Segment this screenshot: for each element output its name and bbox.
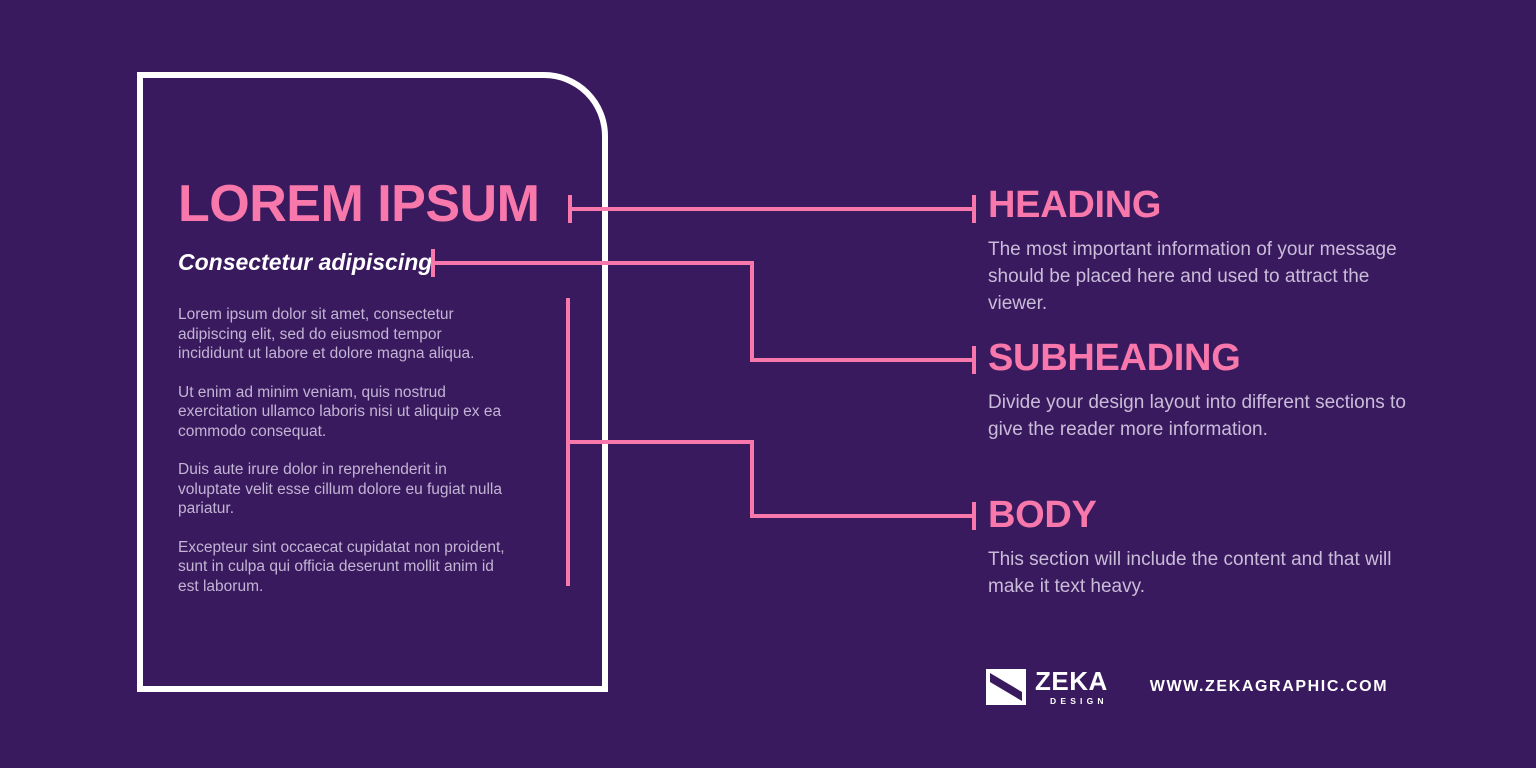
annotation-title: BODY: [988, 494, 1097, 536]
connector-tick-subheading-right: [972, 346, 976, 374]
annotation-subheading: SUBHEADING Divide your design layout int…: [988, 339, 1418, 443]
brand-name: ZEKA: [1035, 666, 1108, 696]
body-paragraph: Duis aute irure dolor in reprehenderit i…: [178, 461, 502, 517]
annotation-description: The most important information of your m…: [988, 239, 1397, 314]
body-paragraph: Ut enim ad minim veniam, quis nostrud ex…: [178, 383, 502, 440]
connector-line-body-bottom: [750, 514, 976, 518]
body-paragraph: Lorem ipsum dolor sit amet, consectetur …: [178, 306, 475, 362]
connector-line-body-top: [566, 440, 754, 444]
connector-line-heading: [568, 207, 976, 211]
connector-line-subheading-drop: [750, 261, 754, 362]
annotation-title: HEADING: [988, 184, 1162, 226]
brand-wordmark: ZEKA DESIGN: [1035, 668, 1108, 706]
annotation-heading: HEADING The most important information o…: [988, 186, 1418, 317]
connector-tick-heading-right: [972, 195, 976, 223]
annotation-description: Divide your design layout into different…: [988, 392, 1406, 440]
connector-line-subheading-bottom: [750, 358, 976, 362]
page-subtitle: Consectetur adipiscing: [178, 249, 433, 275]
connector-line-body-drop: [750, 440, 754, 518]
brand-logo: ZEKA DESIGN: [986, 668, 1108, 706]
annotation-body: BODY This section will include the conte…: [988, 496, 1418, 600]
body-paragraph: Excepteur sint occaecat cupidatat non pr…: [178, 538, 505, 595]
connector-tick-body-right: [972, 502, 976, 530]
footer: ZEKA DESIGN WWW.ZEKAGRAPHIC.COM: [986, 668, 1388, 706]
zeka-z-mark-icon: [986, 668, 1026, 705]
page-title: LOREM IPSUM: [178, 175, 540, 233]
annotation-title: SUBHEADING: [988, 337, 1241, 379]
annotation-description: This section will include the content an…: [988, 549, 1392, 597]
brand-tagline: DESIGN: [1049, 696, 1108, 706]
connector-line-subheading-top: [431, 261, 754, 265]
body-paragraph-list: Lorem ipsum dolor sit amet, consectetur …: [178, 305, 578, 596]
website-url: WWW.ZEKAGRAPHIC.COM: [1149, 677, 1389, 695]
left-content-column: LOREM IPSUM Consectetur adipiscing Lorem…: [178, 178, 578, 596]
